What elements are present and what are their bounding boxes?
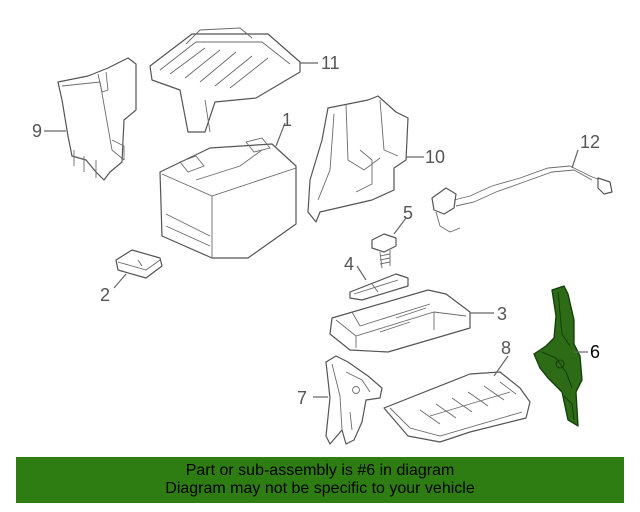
part-5-bolt[interactable]: [371, 233, 397, 269]
callout-4: 4: [344, 254, 354, 274]
callout-3: 3: [497, 304, 507, 324]
callout-9: 9: [32, 121, 42, 141]
banner-line-1: Part or sub-assembly is #6 in diagram: [185, 462, 455, 479]
part-11-battery-cover[interactable]: [149, 27, 301, 133]
part-4-clamp[interactable]: [349, 273, 409, 301]
info-banner: Part or sub-assembly is #6 in diagram Di…: [16, 457, 624, 503]
part-8-bottom-plate[interactable]: [383, 371, 531, 443]
callout-7: 7: [297, 388, 307, 408]
part-7-support-bracket[interactable]: [325, 355, 383, 445]
part-12-sensor-cable[interactable]: [431, 165, 613, 233]
part-1-battery[interactable]: [159, 137, 297, 259]
callout-1: 1: [282, 110, 292, 130]
part-10-side-shield[interactable]: [307, 95, 409, 223]
callout-6: 6: [590, 342, 600, 362]
part-9-housing-bracket[interactable]: [57, 57, 137, 181]
callout-5: 5: [403, 203, 413, 223]
part-2-pad[interactable]: [115, 249, 163, 279]
callout-12: 12: [580, 132, 600, 152]
callout-2: 2: [100, 285, 110, 305]
part-3-tray[interactable]: [329, 289, 471, 353]
part-6-bracket[interactable]: [533, 285, 583, 427]
callout-8: 8: [501, 338, 511, 358]
callout-10: 10: [425, 147, 445, 167]
parts-diagram: 11 9 1 10 12: [32, 27, 613, 445]
banner-line-2: Diagram may not be specific to your vehi…: [165, 480, 475, 497]
callout-11: 11: [321, 53, 340, 73]
